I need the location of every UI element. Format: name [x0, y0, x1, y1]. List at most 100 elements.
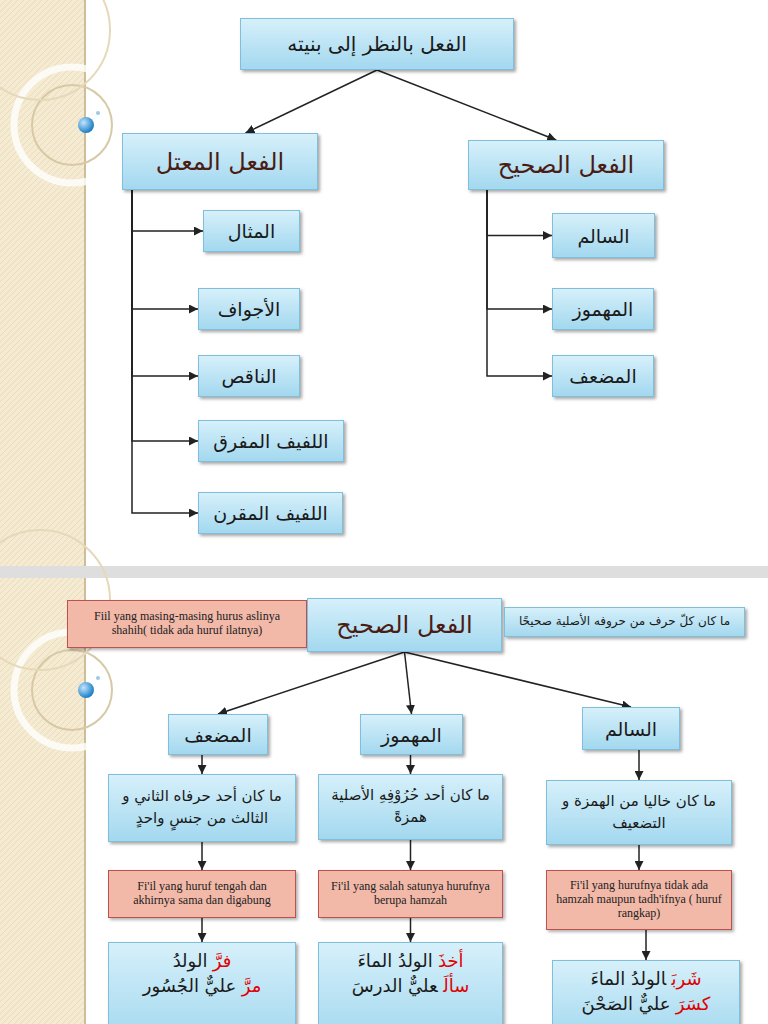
connector-arrow [638, 750, 640, 780]
node-text: Fiil yang masing-masing hurus aslinya sh… [76, 610, 298, 638]
node-text: الأجواف [218, 298, 281, 320]
node-text: المثال [228, 220, 275, 242]
node-text: أخذَ [438, 950, 464, 971]
type-box: المثال [203, 210, 300, 252]
connector-arrow [377, 70, 556, 140]
connector-arrow [487, 190, 552, 309]
category-box: الفعل الصحيح [468, 140, 664, 190]
translation-box: Fi'il yang hurufnya tidak ada hamzah mau… [546, 870, 732, 930]
connector-arrow [405, 652, 412, 714]
node-text: ما كان خاليا من الهمزة و التضعيف [555, 791, 723, 835]
type-box: الأجواف [198, 288, 300, 330]
example-line: أخذَ الولدُ الماءَ [357, 948, 463, 973]
translation-box: Fiil yang masing-masing hurus aslinya sh… [67, 600, 307, 648]
node-text: المضعف [184, 724, 251, 746]
node-text: ما كان أحد حُرُوْفِهِ الأصلية همزةً [327, 785, 494, 829]
node-text: Fi'il yang salah satunya hurufnya berupa… [327, 880, 494, 908]
example-line: مرَّعليٌّ الجُسُور [143, 973, 262, 998]
translation-box: Fi'il yang huruf tengah dan akhirnya sam… [108, 870, 296, 918]
connector-arrow [645, 930, 647, 960]
node-text: الناقص [222, 365, 277, 387]
node-text: الفعل الصحيح [336, 611, 473, 639]
category-box: الفعل المعتل [122, 133, 318, 190]
node-text: ما كان كلّ حرف من حروفه الأصلية صحيحًا [519, 614, 730, 630]
connector-arrow [132, 190, 198, 441]
type-box: المهموز [552, 288, 654, 330]
node-text: فرَّ [213, 950, 232, 971]
node-text: Fi'il yang hurufnya tidak ada hamzah mau… [555, 879, 723, 920]
node-text: المهموز [573, 298, 634, 320]
node-text: الولدُ الماءَ [590, 968, 666, 989]
node-text: اللفيف المقرن [213, 502, 328, 524]
connector-arrow [132, 190, 198, 376]
definition-note: ما كان كلّ حرف من حروفه الأصلية صحيحًا [504, 607, 745, 637]
connector-arrow [201, 918, 203, 942]
node-text: الفعل الصحيح [498, 151, 635, 179]
connector-arrow [410, 755, 412, 774]
connector-arrow [132, 190, 198, 309]
node-text: ما كان أحد حرفاه الثاني و الثالث من جنسٍ… [117, 786, 287, 830]
node-text: الولدُ الماءَ [357, 950, 432, 971]
category-box: الفعل الصحيح [307, 598, 502, 652]
node-text: الفعل المعتل [156, 148, 284, 176]
node-text: شَربَ [672, 968, 702, 989]
connector-arrow [132, 190, 203, 231]
node-text: المهموز [381, 724, 442, 746]
deco-ring [14, 67, 130, 183]
node-text: سألَ [443, 975, 469, 996]
type-box: المضعف [552, 355, 654, 397]
translation-box: Fi'il yang salah satunya hurufnya berupa… [318, 870, 503, 918]
node-text: الولدُ [173, 950, 208, 971]
definition-box: ما كان أحد حرفاه الثاني و الثالث من جنسٍ… [108, 774, 296, 842]
connector-arrow [218, 652, 405, 714]
deco-ring [32, 85, 112, 165]
connector-arrow [638, 845, 640, 870]
node-text: المضعف [569, 365, 636, 387]
connector-arrow [405, 652, 632, 707]
type-box: المضعف [168, 714, 268, 755]
connector-arrow [246, 70, 378, 133]
type-box: الناقص [198, 355, 300, 397]
deco-dot [78, 117, 94, 133]
node-text: السالم [577, 225, 629, 247]
example-line: كسَرَعليٌّ الصَحْنَ [582, 991, 711, 1016]
connector-arrow [487, 190, 552, 376]
deco-ring [0, 0, 110, 100]
node-text: كسَرَ [676, 993, 711, 1014]
connector-arrow [201, 842, 203, 870]
node-text: Fi'il yang huruf tengah dan akhirnya sam… [117, 880, 287, 908]
deco-dot [96, 111, 100, 115]
node-text: عليٌّ الصَحْنَ [582, 993, 671, 1014]
node-text: مرَّ [242, 975, 262, 996]
example-line: شَربَ الولدُ الماءَ [590, 966, 701, 991]
definition-box: ما كان أحد حُرُوْفِهِ الأصلية همزةً [318, 774, 503, 840]
node-text: عليٌّ الدرسَ [352, 975, 438, 996]
node-text: الفعل بالنظر إلى بنيته [287, 32, 467, 56]
node-text: السالم [605, 718, 657, 740]
type-box: السالم [552, 213, 655, 258]
example-box: شَربَالولدُ الماءَكسَرَعليٌّ الصَحْنَ [552, 960, 740, 1024]
deco-dot [78, 682, 94, 698]
example-line: فرَّ الولدُ [173, 948, 232, 973]
type-box: اللفيف المقرن [198, 492, 343, 534]
type-box: اللفيف المفرق [198, 420, 344, 462]
connector-arrow [410, 840, 412, 870]
connector-arrow [487, 190, 552, 236]
example-box: أخذَالولدُ الماءَسألَعليٌّ الدرسَ [318, 942, 503, 1024]
definition-box: ما كان خاليا من الهمزة و التضعيف [546, 780, 732, 845]
type-box: المهموز [360, 714, 463, 755]
slide-separator [0, 566, 768, 578]
connector-arrow [410, 918, 412, 942]
example-line: سألَعليٌّ الدرسَ [352, 973, 469, 998]
connector-arrow [132, 190, 198, 513]
root-box: الفعل بالنظر إلى بنيته [240, 18, 514, 70]
example-box: فرَّالولدُمرَّعليٌّ الجُسُور [108, 942, 296, 1024]
node-text: عليٌّ الجُسُور [143, 975, 237, 996]
node-text: اللفيف المفرق [213, 430, 328, 452]
type-box: السالم [582, 707, 680, 750]
deco-dot [96, 676, 100, 680]
connector-arrow [201, 755, 203, 774]
deco-ring [14, 632, 130, 748]
